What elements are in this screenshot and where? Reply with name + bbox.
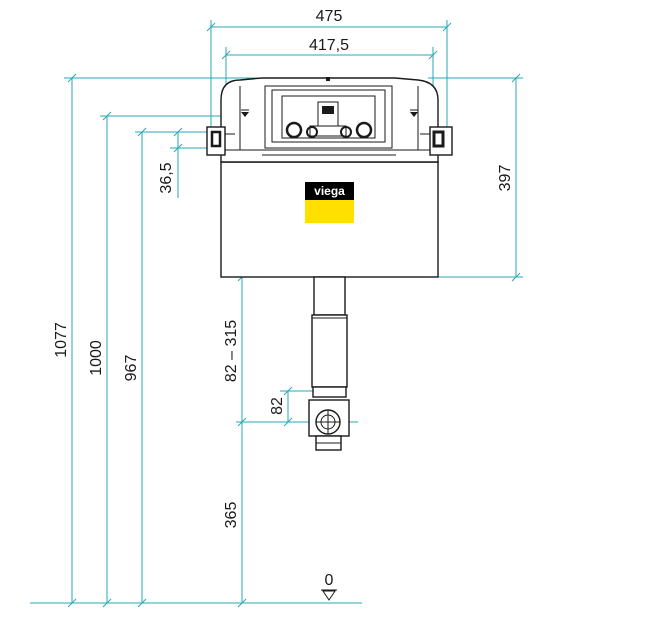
right-valve <box>355 121 373 139</box>
cistern-height-dimension: 397 <box>428 73 523 282</box>
floor-level: 0 <box>30 572 362 604</box>
cistern <box>220 77 439 278</box>
inner-width-dimension: 417,5 <box>221 37 438 95</box>
bracket-offset-label: 36,5 <box>158 162 175 193</box>
inner-width-label: 417,5 <box>309 37 349 54</box>
left-bracket <box>206 126 235 156</box>
flush-pipe <box>311 276 348 398</box>
outlet-offset-label: 82 <box>269 397 286 415</box>
flush-panel-frame <box>264 85 393 149</box>
outlet-height-label: 365 <box>223 502 240 529</box>
brand-logo: viega <box>305 182 354 223</box>
frame-height-label: 1000 <box>88 340 105 376</box>
level-triangle-icon <box>322 590 336 601</box>
floor-level-label: 0 <box>325 572 334 589</box>
frame-height-dimension: 1000 <box>88 111 242 608</box>
right-bracket <box>420 126 453 156</box>
bracket-height-label: 967 <box>123 355 140 382</box>
total-height-label: 1077 <box>53 322 70 358</box>
outlet-offset-dimension: 82 <box>269 386 314 422</box>
brand-logo-text: viega <box>314 184 345 198</box>
left-valve <box>285 121 303 139</box>
overall-width-label: 475 <box>316 8 343 25</box>
outlet-height-dimension: 365 <box>223 417 358 608</box>
water-level-right-icon <box>410 112 418 117</box>
outlet-bend <box>308 399 350 451</box>
cistern-height-label: 397 <box>497 165 514 192</box>
bracket-offset-dimension: 36,5 <box>158 127 212 198</box>
pipe-adjust-label: 82 – 315 <box>223 320 240 382</box>
water-level-left-icon <box>241 112 249 117</box>
bracket-height-dimension: 967 <box>123 127 212 608</box>
flush-panel-inner <box>271 89 386 143</box>
